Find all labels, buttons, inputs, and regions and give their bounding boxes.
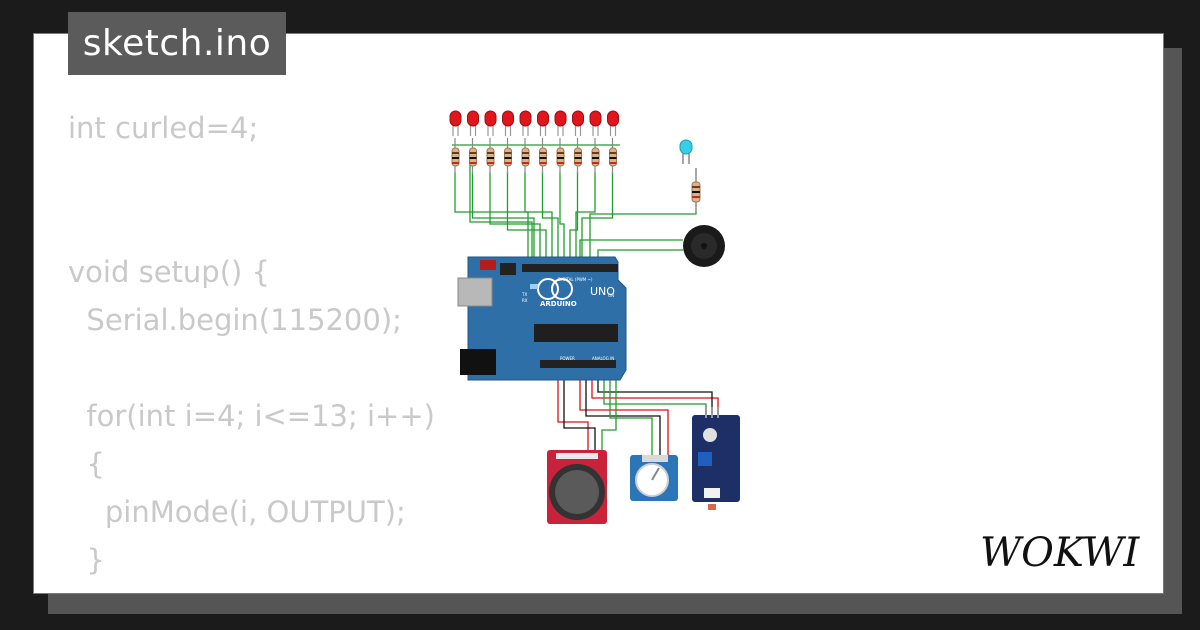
led[interactable] bbox=[502, 110, 514, 136]
wire bbox=[524, 172, 553, 260]
code-line bbox=[68, 152, 435, 200]
wire bbox=[585, 378, 661, 456]
wire bbox=[589, 212, 697, 260]
file-tab[interactable]: sketch.ino bbox=[68, 12, 286, 75]
wire bbox=[569, 172, 579, 260]
wire bbox=[489, 172, 541, 260]
resistor bbox=[521, 138, 530, 174]
wires bbox=[452, 144, 719, 456]
led[interactable] bbox=[607, 110, 619, 136]
wire bbox=[557, 378, 589, 452]
potentiometer-module[interactable] bbox=[630, 455, 678, 501]
led[interactable] bbox=[484, 110, 497, 136]
resistor bbox=[469, 138, 477, 174]
resistor bbox=[556, 138, 565, 174]
buzzer[interactable] bbox=[683, 225, 725, 267]
status-led[interactable] bbox=[679, 139, 693, 164]
wire bbox=[471, 172, 535, 260]
resistor bbox=[539, 138, 547, 174]
resistor bbox=[504, 138, 512, 174]
wire bbox=[575, 172, 596, 260]
wire bbox=[601, 378, 617, 452]
code-line: pinMode(i, OUTPUT); bbox=[68, 495, 406, 529]
power-header-label: POWER bbox=[560, 356, 575, 361]
led[interactable] bbox=[449, 110, 462, 136]
led[interactable] bbox=[554, 110, 567, 136]
arduino-uno-board[interactable]: UNO ARDUINO DIGITAL (PWM ~) POWER ANALOG… bbox=[457, 256, 627, 381]
code-line: } bbox=[68, 543, 105, 577]
analog-header-label: ANALOG IN bbox=[592, 356, 614, 361]
wire bbox=[603, 378, 707, 408]
wire bbox=[591, 378, 719, 408]
wokwi-logo-text: WOKWI bbox=[980, 530, 1140, 576]
resistor bbox=[609, 138, 617, 174]
led[interactable] bbox=[519, 110, 532, 136]
code-line: void setup() { bbox=[68, 255, 270, 289]
wire bbox=[579, 239, 683, 260]
wire bbox=[579, 378, 669, 456]
status-led-resistor bbox=[691, 168, 701, 212]
wire bbox=[541, 172, 559, 260]
tx-label: TX bbox=[521, 292, 527, 297]
wire bbox=[506, 172, 547, 260]
code-line: int curled=4; bbox=[68, 111, 259, 145]
wire bbox=[559, 172, 565, 260]
code-line: Serial.begin(115200); bbox=[68, 303, 402, 337]
led[interactable] bbox=[572, 110, 584, 136]
wokwi-logo[interactable]: WOKWI bbox=[976, 524, 1152, 584]
code-line: for(int i=4; i<=13; i++) bbox=[68, 399, 435, 433]
code-line bbox=[68, 200, 435, 248]
wire bbox=[469, 160, 533, 260]
wire bbox=[454, 172, 529, 260]
resistor bbox=[574, 138, 582, 174]
resistor bbox=[486, 138, 495, 174]
code-line: { bbox=[68, 447, 105, 481]
wire bbox=[563, 378, 596, 452]
digital-header-label: DIGITAL (PWM ~) bbox=[558, 277, 593, 282]
on-label: ON bbox=[608, 293, 614, 298]
code-line bbox=[68, 344, 435, 392]
resistor bbox=[451, 138, 460, 174]
led[interactable] bbox=[589, 110, 602, 136]
joystick-module[interactable] bbox=[547, 450, 607, 524]
wire bbox=[581, 172, 614, 260]
led[interactable] bbox=[467, 110, 479, 136]
code-editor[interactable]: int curled=4; void setup() { Serial.begi… bbox=[68, 104, 435, 584]
led[interactable] bbox=[537, 110, 549, 136]
light-sensor-module[interactable] bbox=[692, 407, 740, 510]
resistor bbox=[591, 138, 600, 174]
led-array[interactable] bbox=[449, 110, 619, 174]
wire bbox=[597, 378, 713, 408]
wire bbox=[609, 378, 653, 456]
rx-label: RX bbox=[522, 298, 528, 303]
board-brand-label: ARDUINO bbox=[540, 300, 577, 308]
board-model-label: UNO bbox=[590, 285, 615, 298]
circuit-diagram[interactable]: UNO ARDUINO DIGITAL (PWM ~) POWER ANALOG… bbox=[440, 100, 760, 530]
